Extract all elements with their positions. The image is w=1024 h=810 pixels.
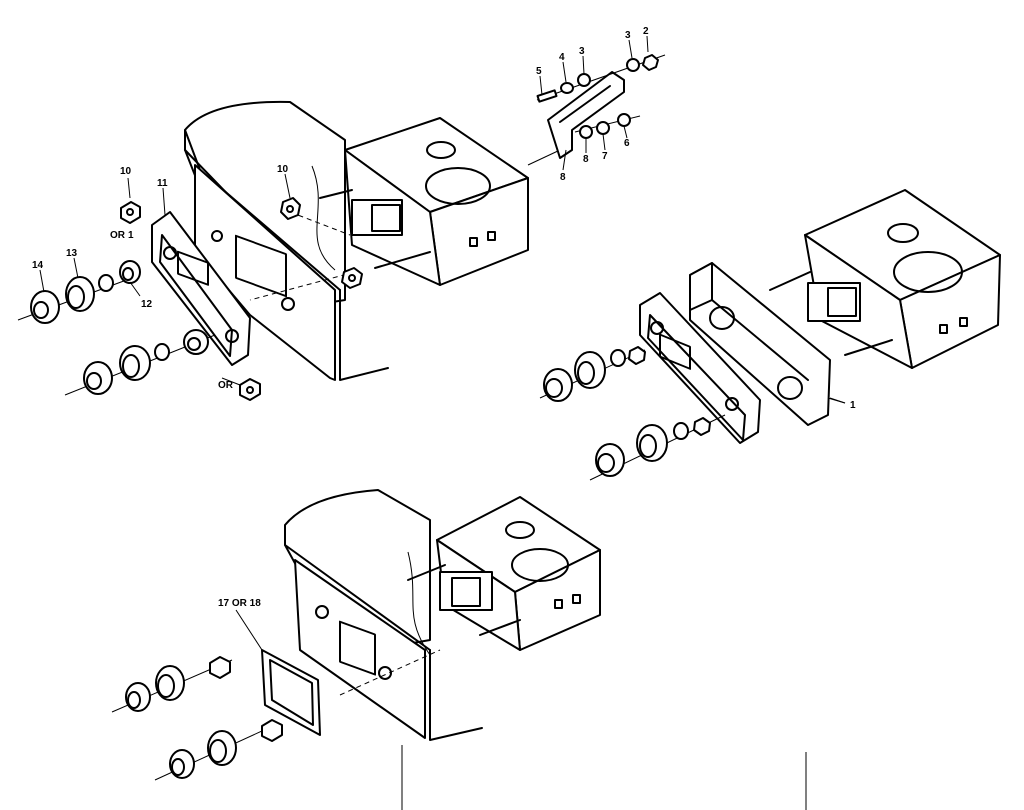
callout-8b: 8 <box>560 172 566 183</box>
callout-17-or-18: 17 OR 18 <box>218 598 261 609</box>
callout-8a: 8 <box>583 154 589 165</box>
callout-labels: 1 2 3 3 4 5 6 7 8 8 10 10 11 12 13 14 OR… <box>32 26 856 609</box>
radio-unit-top <box>319 117 529 286</box>
callout-leaders <box>39 35 846 651</box>
callout-4: 4 <box>559 52 565 63</box>
bezel-11 <box>151 211 251 366</box>
adapter-housing-1 <box>689 262 831 426</box>
dashboard-panel-top <box>184 100 389 381</box>
assembly-right <box>539 189 1001 481</box>
callout-7: 7 <box>602 151 608 162</box>
callout-13: 13 <box>66 248 78 259</box>
radio-unit-bottom <box>407 496 601 651</box>
bezel-right <box>639 292 761 444</box>
hex-nut-10-panel <box>280 197 301 220</box>
callout-14: 14 <box>32 260 44 271</box>
callout-10b: 10 <box>277 164 289 175</box>
hex-nut-or-lower <box>239 378 261 401</box>
callout-6: 6 <box>624 138 630 149</box>
assembly-bottom <box>111 489 601 781</box>
knob-set-bottom-upper <box>111 656 233 713</box>
faceplate-17-or-18 <box>261 649 321 736</box>
hex-nut-10-upper <box>120 201 141 224</box>
knob-set-right-lower <box>589 414 726 481</box>
assembly-top-left <box>17 100 561 401</box>
callout-3a: 3 <box>625 30 631 41</box>
callout-1: 1 <box>850 400 856 411</box>
callout-or-upper: OR <box>110 230 126 241</box>
callout-5: 5 <box>536 66 542 77</box>
dashboard-panel-bottom <box>284 489 483 741</box>
mounting-bracket-set <box>536 54 666 159</box>
mounting-line-top <box>527 149 561 166</box>
callout-or-lower: OR <box>218 380 234 391</box>
knob-set-upper <box>17 260 141 324</box>
callout-11: 11 <box>157 178 168 189</box>
knob-set-lower <box>64 329 216 396</box>
knob-set-right-upper <box>539 346 646 402</box>
knob-set-bottom-lower <box>154 719 283 781</box>
hex-nut-lower <box>341 267 363 289</box>
callout-10a: 10 <box>120 166 132 177</box>
callout-12: 12 <box>141 299 153 310</box>
callout-2: 2 <box>643 26 649 37</box>
callout-or-upper-1: 1 <box>128 230 134 241</box>
radio-unit-right <box>769 189 1001 369</box>
callout-3b: 3 <box>579 46 585 57</box>
